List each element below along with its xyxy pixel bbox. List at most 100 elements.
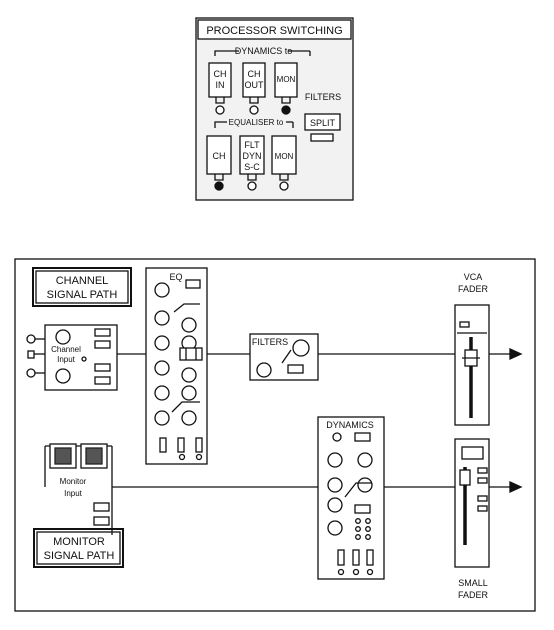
small-fader: SMALL FADER [454, 438, 490, 600]
vca-fader: VCA FADER [454, 272, 490, 426]
eq-led-1 [178, 453, 186, 461]
dyn-small-led [332, 432, 342, 442]
dyn-led-mon [281, 105, 291, 115]
monitor-input-panel [44, 445, 113, 535]
filters-switch[interactable] [287, 364, 304, 374]
dyn-knob-2[interactable] [357, 452, 373, 468]
small-fader-switch-4[interactable] [477, 505, 488, 512]
equaliser-to-bracket [214, 121, 294, 128]
eq-knob-9[interactable] [181, 385, 197, 401]
eq-knob-3[interactable] [181, 317, 197, 333]
split-button-label: SPLIT [310, 118, 336, 128]
dyn-fader-switch-3[interactable] [366, 549, 374, 566]
dyn-button-ch-in[interactable]: CH IN [208, 62, 232, 115]
eq-switch-top[interactable] [185, 279, 201, 289]
eq-knob-6[interactable] [154, 360, 170, 376]
eq-knob-1[interactable] [154, 282, 170, 298]
channel-path-line1: CHANNEL [56, 275, 109, 287]
dyn-button-ch-out-line2: OUT [245, 80, 265, 90]
channel-input-module: Channel Input [26, 324, 118, 391]
dyn-knob-6[interactable] [327, 520, 343, 536]
eq-button-flt-line3: S-C [244, 162, 260, 172]
signal-path-frame [14, 258, 536, 612]
small-fader-knob[interactable] [459, 469, 471, 486]
filters-module: FILTERS [249, 333, 319, 381]
dyn-switch-mid[interactable] [354, 504, 371, 514]
dyn-knob-1[interactable] [327, 452, 343, 468]
dyn-button-mon[interactable]: MON [274, 62, 298, 115]
dynamics-module-label: DYNAMICS [326, 420, 374, 430]
eq-module: EQ [145, 267, 208, 465]
eq-in-switch[interactable] [179, 347, 203, 361]
monitor-output-arrow [509, 480, 523, 494]
eq-knob-7[interactable] [181, 367, 197, 383]
small-fader-line2: FADER [458, 590, 489, 600]
channel-input-led [81, 356, 87, 362]
channel-input-switch-1[interactable] [94, 328, 111, 337]
dyn-fader-switch-1[interactable] [337, 549, 345, 566]
channel-output-arrow [509, 347, 523, 361]
eq-knob-8[interactable] [154, 385, 170, 401]
eq-led-flt-dyn-sc [247, 181, 257, 191]
input-connector-middle[interactable] [27, 350, 35, 359]
eq-knob-10[interactable] [154, 410, 170, 426]
dyn-button-ch-out-line1: CH [248, 69, 261, 79]
dynamics-to-label: DYNAMICS to [235, 46, 293, 56]
eq-module-label: EQ [169, 272, 182, 282]
monitor-input-switch-2[interactable] [93, 516, 110, 526]
eq-led-2 [195, 453, 203, 461]
dyn-led-1 [337, 568, 345, 576]
filters-knob-right[interactable] [292, 339, 310, 357]
dyn-button-ch-in-line2: IN [216, 80, 225, 90]
input-connector-bottom[interactable] [26, 368, 36, 378]
eq-button-flt-dyn-sc[interactable]: FLT DYN S-C [239, 135, 265, 191]
eq-fader-switch-3[interactable] [195, 437, 203, 453]
processor-switching-panel: PROCESSOR SWITCHING DYNAMICS to CH IN CH… [195, 17, 354, 201]
small-fader-switch-3[interactable] [477, 495, 488, 502]
processor-panel-title-box [197, 19, 352, 40]
channel-input-switch-2[interactable] [94, 340, 111, 349]
monitor-input-switch-1[interactable] [93, 502, 110, 512]
dynamics-module: DYNAMICS [317, 416, 385, 580]
dyn-fader-switch-2[interactable] [352, 549, 360, 566]
eq-button-flt-line1: FLT [244, 140, 260, 150]
filters-knob-left[interactable] [256, 362, 272, 378]
dyn-knob-5[interactable] [327, 497, 343, 513]
channel-input-switch-3[interactable] [94, 363, 111, 372]
channel-input-switch-4[interactable] [94, 376, 111, 385]
small-fader-display [461, 446, 484, 460]
channel-input-knob-top[interactable] [55, 329, 71, 345]
dyn-led-ch-out [249, 105, 259, 115]
dyn-switch-top[interactable] [354, 432, 371, 442]
vca-fader-indicator [459, 321, 470, 328]
dyn-knob-3[interactable] [327, 477, 343, 493]
split-button[interactable]: SPLIT [304, 113, 341, 131]
dyn-knob-4[interactable] [357, 477, 373, 493]
eq-led-ch [214, 181, 224, 191]
eq-fader-switch-1[interactable] [159, 437, 167, 453]
filters-switch-label: FILTERS [305, 92, 341, 102]
small-fader-switch-1[interactable] [477, 467, 488, 474]
monitor-input-module: Monitor Input [44, 443, 113, 535]
eq-knob-2[interactable] [154, 310, 170, 326]
dyn-button-mon-line1: MON [277, 75, 296, 84]
eq-fader-switch-2[interactable] [177, 437, 185, 453]
eq-button-mon[interactable]: MON [271, 135, 297, 191]
small-fader-line1: SMALL [458, 578, 488, 588]
eq-knob-11[interactable] [181, 410, 197, 426]
vca-fader-line2: FADER [458, 284, 489, 294]
dyn-button-ch-out[interactable]: CH OUT [242, 62, 266, 115]
eq-button-ch[interactable]: CH [206, 135, 232, 191]
processor-switching-title: PROCESSOR SWITCHING [206, 25, 342, 37]
input-connector-top[interactable] [26, 334, 36, 344]
vca-fader-line1: VCA [464, 272, 483, 282]
channel-input-line2: Input [57, 355, 76, 364]
dyn-led-2 [352, 568, 360, 576]
channel-input-knob-bottom[interactable] [55, 368, 71, 384]
dyn-led-ch-in [215, 105, 225, 115]
eq-knob-4[interactable] [154, 335, 170, 351]
small-fader-switch-2[interactable] [477, 477, 488, 484]
eq-button-flt-line2: DYN [242, 151, 261, 161]
channel-input-line1: Channel [51, 345, 81, 354]
